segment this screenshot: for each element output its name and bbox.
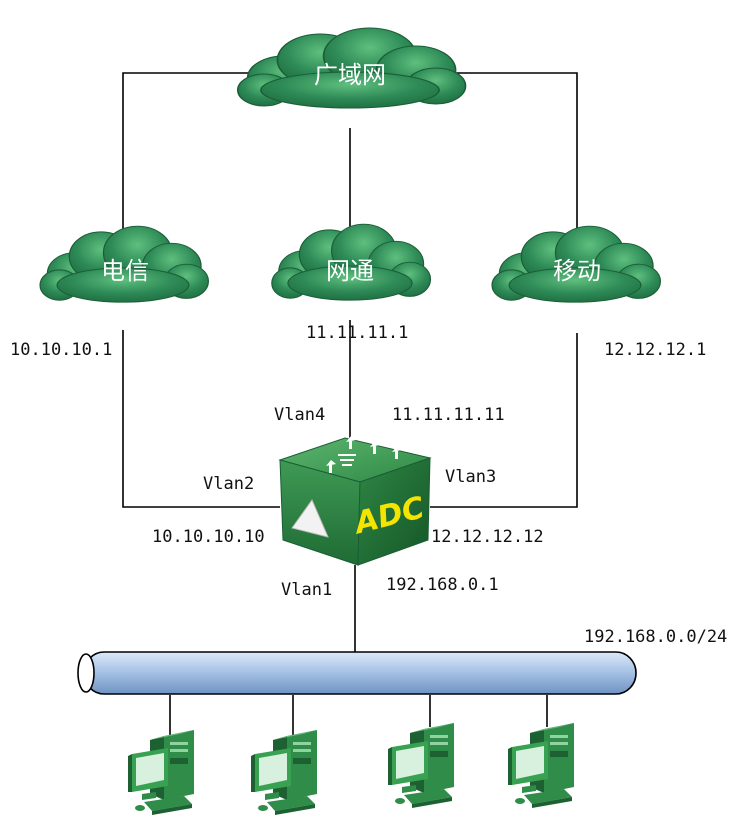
client-pc-4-icon — [508, 723, 574, 808]
vlan3-label: Vlan3 — [445, 467, 496, 487]
netcom-cloud-label: 网通 — [326, 257, 374, 285]
mobile-cloud-label: 移动 — [553, 257, 601, 285]
wan-cloud-label: 广域网 — [314, 61, 386, 89]
telecom-cloud-label: 电信 — [101, 257, 149, 285]
vlan2-label: Vlan2 — [203, 474, 254, 494]
vlan4-label: Vlan4 — [274, 405, 325, 425]
mobile-gateway-ip: 12.12.12.1 — [604, 340, 706, 360]
lan-subnet-label: 192.168.0.0/24 — [584, 627, 727, 647]
connection-lines — [123, 73, 577, 735]
vlan4-ip: 11.11.11.11 — [392, 405, 505, 425]
client-pc-2-icon — [251, 730, 317, 815]
telecom-gateway-ip: 10.10.10.1 — [10, 340, 112, 360]
telecom-adc-link — [123, 330, 280, 507]
client-pc-3-icon — [388, 723, 454, 808]
vlan2-ip: 10.10.10.10 — [152, 527, 265, 547]
adc-device-icon: ADC — [280, 436, 430, 565]
lan-bus — [78, 652, 636, 694]
vlan1-ip: 192.168.0.1 — [386, 575, 499, 595]
vlan1-label: Vlan1 — [281, 580, 332, 600]
client-pc-1-icon — [128, 730, 194, 815]
netcom-gateway-ip: 11.11.11.1 — [306, 323, 408, 343]
vlan3-ip: 12.12.12.12 — [431, 527, 544, 547]
wan-telecom-link — [123, 73, 250, 229]
